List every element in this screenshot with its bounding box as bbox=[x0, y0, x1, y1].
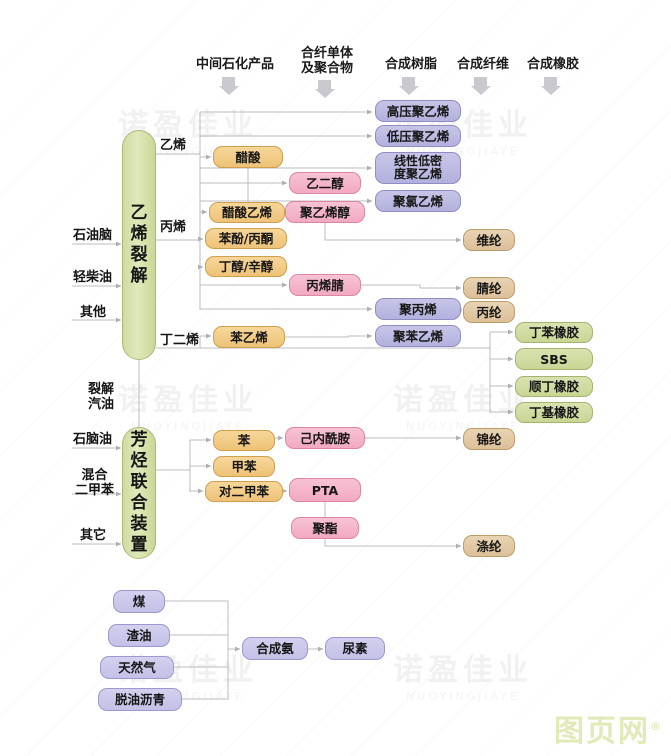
node-label: 苯酚/丙酮 bbox=[218, 231, 274, 246]
synthetic-rubber-node[interactable]: 丁基橡胶 bbox=[515, 402, 593, 423]
synthetic-rubber-node[interactable]: SBS bbox=[515, 348, 593, 370]
node-label: SBS bbox=[540, 351, 568, 367]
node-label: 苯乙烯 bbox=[230, 329, 268, 345]
node-label: 己内酰胺 bbox=[299, 430, 350, 446]
monomer-polymer-node[interactable]: 聚酯 bbox=[291, 517, 359, 539]
flow-label: 裂解汽油 bbox=[88, 382, 115, 412]
node-label: 煤 bbox=[132, 594, 146, 609]
synthetic-fiber-node[interactable]: 涤纶 bbox=[463, 535, 515, 557]
flow-label: 丁二烯 bbox=[160, 333, 200, 348]
node-label: 顺丁橡胶 bbox=[528, 379, 579, 394]
node-label: 尿素 bbox=[342, 641, 368, 656]
node-label: 天然气 bbox=[118, 660, 156, 675]
node-label: 腈纶 bbox=[476, 280, 502, 296]
node-label: 醋酸乙烯 bbox=[221, 205, 272, 220]
process-unit-label: 芳烃联合装置 bbox=[130, 430, 148, 555]
column-header: 合成树脂 bbox=[384, 57, 437, 72]
synthetic-fiber-node[interactable]: 腈纶 bbox=[463, 277, 515, 299]
ammonia-product-node[interactable]: 尿素 bbox=[325, 637, 385, 660]
site-brand-watermark: 图页网® bbox=[554, 706, 663, 750]
brand-registered-mark: ® bbox=[650, 720, 663, 733]
synthetic-resin-node[interactable]: 聚苯乙烯 bbox=[375, 325, 461, 347]
node-label: 聚酯 bbox=[312, 520, 338, 536]
process-unit-label: 乙烯裂解 bbox=[130, 203, 148, 286]
monomer-polymer-node[interactable]: 己内酰胺 bbox=[285, 427, 365, 449]
flow-label: 石油脑 bbox=[73, 228, 113, 243]
ammonia-feedstock-node[interactable]: 脱油沥青 bbox=[98, 688, 182, 711]
node-label: 丁基橡胶 bbox=[528, 405, 579, 420]
node-label: 低压聚乙烯 bbox=[386, 128, 450, 144]
node-label: 高压聚乙烯 bbox=[386, 103, 450, 119]
node-label: PTA bbox=[311, 482, 339, 498]
synthetic-rubber-node[interactable]: 丁苯橡胶 bbox=[515, 322, 593, 343]
node-label: 聚丙烯 bbox=[399, 301, 437, 317]
node-label: 乙二醇 bbox=[306, 175, 344, 191]
synthetic-fiber-node[interactable]: 锦纶 bbox=[463, 428, 515, 450]
intermediate-product-node[interactable]: 苯 bbox=[213, 430, 275, 451]
synthetic-resin-node[interactable]: 高压聚乙烯 bbox=[375, 100, 461, 122]
synthetic-rubber-node[interactable]: 顺丁橡胶 bbox=[515, 376, 593, 397]
intermediate-product-node[interactable]: 苯乙烯 bbox=[213, 326, 285, 348]
node-label: 丙纶 bbox=[476, 304, 502, 320]
ammonia-feedstock-node[interactable]: 煤 bbox=[113, 590, 165, 613]
synthetic-resin-node[interactable]: 聚氯乙烯 bbox=[375, 190, 461, 212]
process-unit[interactable]: 乙烯裂解 bbox=[122, 130, 156, 360]
node-label: 对二甲苯 bbox=[218, 484, 269, 499]
monomer-polymer-node[interactable]: 丙烯腈 bbox=[289, 274, 361, 296]
node-label: 苯 bbox=[237, 433, 251, 448]
synthetic-resin-node[interactable]: 线性低密度聚乙烯 bbox=[375, 152, 461, 184]
column-header: 合成橡胶 bbox=[526, 57, 579, 72]
node-label: 聚苯乙烯 bbox=[392, 328, 443, 344]
column-header: 中间石化产品 bbox=[195, 57, 274, 72]
ammonia-product-node[interactable]: 合成氨 bbox=[242, 637, 308, 660]
synthetic-fiber-node[interactable]: 丙纶 bbox=[463, 301, 515, 323]
node-label: 甲苯 bbox=[231, 459, 257, 474]
node-label: 聚乙烯醇 bbox=[299, 204, 350, 220]
flow-label: 其他 bbox=[80, 305, 107, 320]
node-label: 线性低密度聚乙烯 bbox=[393, 154, 442, 181]
node-label: 涤纶 bbox=[476, 538, 502, 554]
node-label: 维纶 bbox=[476, 232, 502, 248]
intermediate-product-node[interactable]: 丁醇/辛醇 bbox=[205, 256, 287, 277]
brand-name: 图页网 bbox=[554, 714, 650, 749]
node-label: 脱油沥青 bbox=[114, 692, 165, 707]
intermediate-product-node[interactable]: 甲苯 bbox=[213, 456, 275, 477]
node-label: 聚氯乙烯 bbox=[392, 193, 443, 209]
column-header: 合成纤维 bbox=[456, 57, 509, 72]
flow-label: 混合二甲苯 bbox=[75, 468, 115, 498]
synthetic-fiber-node[interactable]: 维纶 bbox=[463, 229, 515, 251]
synthetic-resin-node[interactable]: 聚丙烯 bbox=[375, 298, 461, 320]
node-label: 丙烯腈 bbox=[306, 277, 344, 293]
intermediate-product-node[interactable]: 醋酸 bbox=[213, 146, 283, 168]
synthetic-resin-node[interactable]: 低压聚乙烯 bbox=[375, 125, 461, 147]
node-label: 醋酸 bbox=[235, 149, 261, 165]
monomer-polymer-node[interactable]: 聚乙烯醇 bbox=[285, 201, 365, 223]
monomer-polymer-node[interactable]: 乙二醇 bbox=[289, 172, 361, 194]
intermediate-product-node[interactable]: 醋酸乙烯 bbox=[209, 202, 285, 223]
intermediate-product-node[interactable]: 对二甲苯 bbox=[205, 481, 283, 502]
node-label: 丁苯橡胶 bbox=[528, 325, 579, 340]
flow-label: 丙烯 bbox=[160, 220, 187, 235]
flow-label: 其它 bbox=[80, 528, 107, 543]
ammonia-feedstock-node[interactable]: 渣油 bbox=[108, 624, 170, 647]
node-label: 锦纶 bbox=[476, 431, 502, 447]
ammonia-feedstock-node[interactable]: 天然气 bbox=[100, 656, 174, 679]
monomer-polymer-node[interactable]: PTA bbox=[289, 478, 361, 502]
flow-label: 石脑油 bbox=[73, 432, 113, 447]
flow-label: 轻柴油 bbox=[73, 270, 113, 285]
column-header: 合纤单体及聚合物 bbox=[300, 46, 353, 76]
node-label: 渣油 bbox=[126, 628, 152, 643]
flow-label: 乙烯 bbox=[160, 138, 187, 153]
node-label: 丁醇/辛醇 bbox=[218, 259, 274, 274]
process-unit[interactable]: 芳烃联合装置 bbox=[122, 427, 156, 559]
node-label: 合成氨 bbox=[256, 641, 294, 656]
intermediate-product-node[interactable]: 苯酚/丙酮 bbox=[205, 228, 287, 249]
